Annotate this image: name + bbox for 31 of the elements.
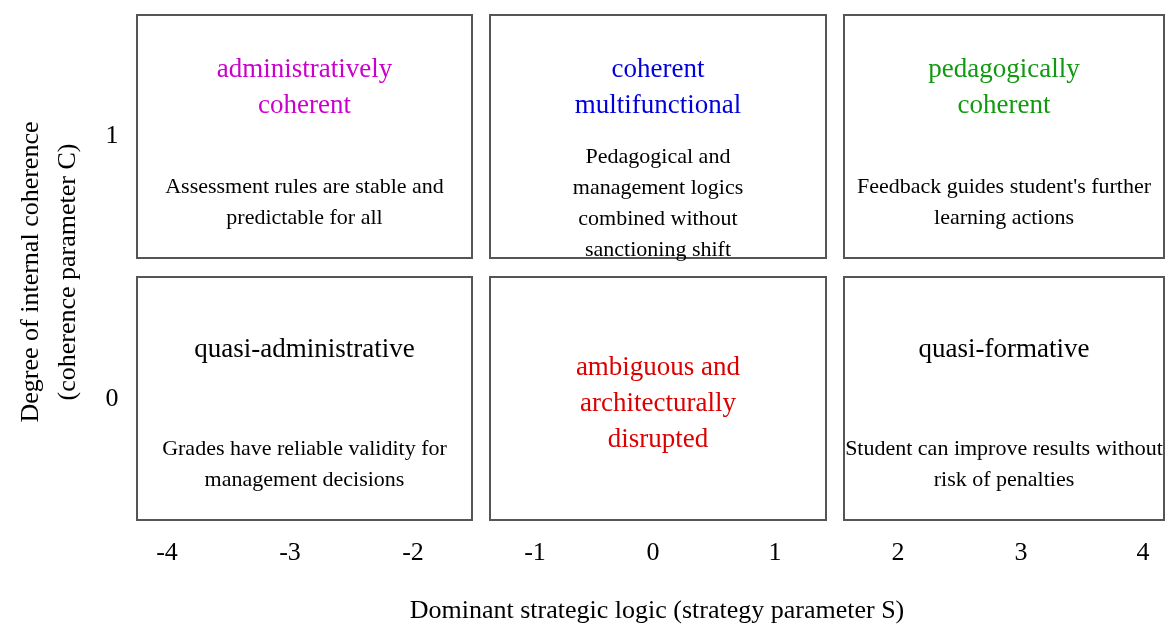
quadrant-box: [489, 14, 827, 259]
tick-label: 2: [891, 537, 905, 567]
quadrant-box: [843, 276, 1165, 521]
category-title: administratively coherent: [215, 52, 394, 121]
category-title: quasi-formative: [917, 332, 1091, 365]
tick-label: 3: [1014, 537, 1028, 567]
tick-label: 4: [1136, 537, 1150, 567]
quadrant-box: [843, 14, 1165, 259]
axis-title: Degree of internal coherence: [15, 121, 45, 423]
axis-title: Dominant strategic logic (strategy parameter S): [409, 595, 905, 625]
category-title: pedagogically coherent: [927, 52, 1081, 121]
tick-label: -1: [524, 537, 546, 567]
quadrant-box: [136, 14, 473, 259]
tick-label: 0: [105, 383, 119, 413]
category-description: Feedback guides student's further learning actions: [855, 172, 1153, 231]
tick-label: 1: [768, 537, 782, 567]
quadrant-box: [489, 276, 827, 521]
tick-label: 0: [646, 537, 660, 567]
category-description: Grades have reliable validity for management decisions: [161, 434, 448, 493]
tick-label: 1: [105, 120, 119, 150]
quadrant-box: [136, 276, 473, 521]
tick-label: -4: [156, 537, 178, 567]
category-title: ambiguous and architecturally disrupted: [574, 350, 742, 455]
tick-label: -3: [279, 537, 301, 567]
category-description: Assessment rules are stable and predictable for all: [164, 172, 445, 231]
axis-title: (coherence parameter C): [52, 143, 82, 401]
category-description: Pedagogical and management logics combined without sanctioning shift: [571, 142, 745, 263]
category-title: quasi-administrative: [193, 332, 416, 365]
category-description: Student can improve results without risk of penalties: [844, 434, 1164, 493]
category-title: coherent multifunctional: [573, 52, 743, 121]
tick-label: -2: [402, 537, 424, 567]
